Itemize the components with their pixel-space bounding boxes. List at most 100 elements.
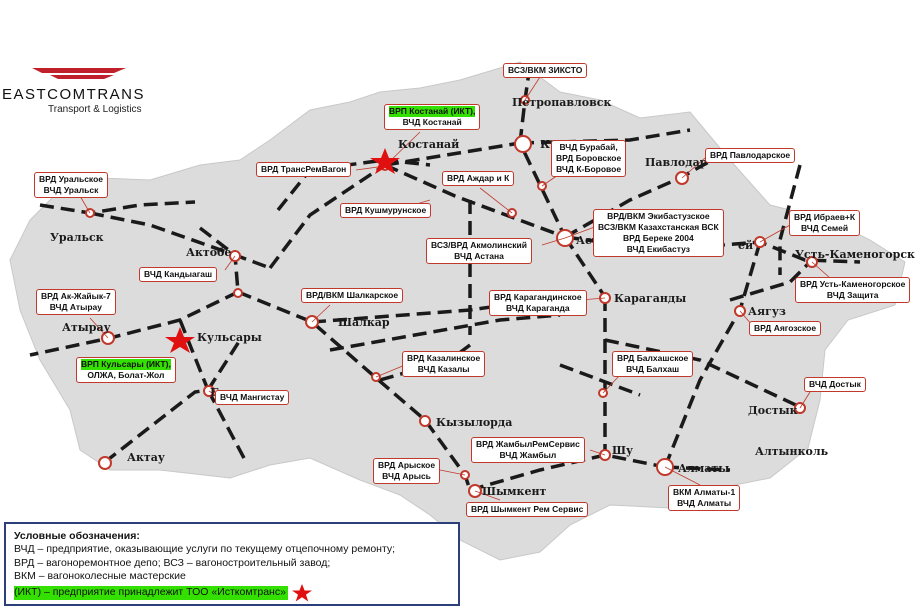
label-line: ОЛЖА, Болат-Жол [87,370,165,380]
label-ayaguz: ВРД Аягозское [749,321,822,336]
label-line: ВРД ЖамбылРемСервис [476,439,580,449]
city-fragment: ей [738,239,753,252]
label-vrd-pavlodar: ВРД Павлодарское [705,148,796,163]
legend-row: ВЧД – предприятие, оказывающие услуги по… [14,543,396,556]
legend-star-icon [291,583,312,602]
logo-tagline: Transport & Logistics [48,104,142,115]
label-shymkent: ВРД Шымкент Рем Сервис [466,502,589,517]
city-names: Петропавловск Костанай К Павлодар Уральс… [50,96,915,498]
legend: Условные обозначения: ВЧД – предприятие,… [4,522,460,606]
label-line: ВЧД Жамбыл [499,450,557,460]
legend-title: Условные обозначения: [14,530,140,542]
label-line: ВЧД Караганда [505,303,570,313]
label-line: ВЧД Мангистау [220,392,285,402]
label-line: ВРД Шымкент Рем Сервис [471,504,584,514]
label-dostyk: ВЧД Достык [804,377,866,392]
city-astana: Аст [576,234,599,247]
label-line: ВКМ Алматы-1 [673,487,736,497]
label-line: ВЧД Атырау [49,302,103,312]
city-ust-kamenogorsk: Усть-Каменогорск [795,248,915,261]
city-ayaguz: Аягуз [748,305,786,318]
label-line: ВЧД Бурабай, [559,142,618,152]
city-beineu: Б [210,386,219,399]
label-line: ВРД Казалинское [407,353,481,363]
city-kokshetau: К [540,138,550,151]
label-transremvagon: ВРД ТрансРемВагон [256,162,352,177]
label-line: ВРД Карагандинское [494,292,582,302]
label-line: ВРП Кульсары (ИКТ), [81,359,171,370]
city-petropavlovsk: Петропавловск [512,96,611,109]
city-atyrau: Атырау [62,321,111,334]
label-line: ВРД Балхашское [617,353,689,363]
label-vsz-zikst: ВСЗ/ВКМ ЗИКСТО [503,63,588,78]
label-line: ВСЗ/ВКМ Казахстанская ВСК [598,222,719,232]
city-kostanay: Костанай [398,138,459,151]
label-line: ВРД Аждар и К [447,173,510,183]
label-line: ВЧД Кандыагаш [144,269,213,279]
label-line: ВРД Арыское [378,460,436,470]
city-almaty: Алматы [678,462,729,475]
label-line: ВРД Ак-Жайык-7 [41,291,111,301]
label-line: ВЧД Костанай [402,117,462,127]
label-line: ВРД Аягозское [754,323,817,333]
label-line: ВРД Усть-Каменогорское [800,279,906,289]
city-kyzylorda: Кызылорда [436,416,512,429]
label-line: ВЧД Арысь [382,471,431,481]
label-line: ВЧД Семей [800,223,849,233]
ikt-stars [165,148,400,353]
city-dostyk: Достык [748,404,798,417]
label-kandyagash: ВЧД Кандыагаш [139,267,218,282]
city-shu: Шу [612,444,633,457]
city-aktobe: Актобе [186,246,231,259]
label-line: ВРД/ВКМ Экибастузское [607,211,710,221]
label-line: ВРД Ибраев+К [794,212,856,222]
label-line: ВРД Павлодарское [710,150,791,160]
city-aktau: Актау [127,451,165,464]
legend-row: ВКМ – вагоноколесные мастерские [14,570,186,583]
label-line: ВЧД Екибастуз [626,244,690,254]
label-line: ВЧД Уральск [43,185,99,195]
legend-ikt-text: (ИКТ) – предприятие принадлежит ТОО «Ист… [14,586,288,600]
city-shalkar: Шалкар [338,316,390,329]
kulsary-star-icon [165,327,195,353]
logo-name: EASTCOMTRANS [2,86,146,103]
city-shymkent: Шымкент [482,485,547,498]
city-kulsary: Кульсары [197,331,262,344]
label-line: ВРД Уральское [39,174,103,184]
label-kushmurun: ВРД Кушмурунское [340,203,432,218]
legend-row: ВРД – вагоноремонтное депо; ВСЗ – вагоно… [14,556,331,569]
label-line: ВЧД Балхаш [626,364,680,374]
label-line: ВЧД Защита [826,290,879,300]
city-karaganda: Караганды [614,292,686,305]
eastcomtrans-logo [32,68,126,79]
label-line: ВЧД Казалы [417,364,470,374]
label-line: ВРД Береке 2004 [623,233,694,243]
label-line: ВРД/ВКМ Шалкарское [306,290,399,300]
label-line: ВРД Боровское [556,153,622,163]
city-uralsk: Уральск [50,231,104,244]
label-azhdar: ВРД Аждар и К [442,171,515,186]
label-line: ВСЗ/ВРД Акмолинский [431,240,527,250]
label-line: ВЧД Астана [454,251,504,261]
label-mangistau: ВЧД Мангистау [215,390,290,405]
label-line: ВЧД Алматы [677,498,732,508]
label-kulsary: ВРП Кульсары (ИКТ),ОЛЖА, Болат-Жол [76,357,176,383]
label-line: ВЧД Достык [809,379,861,389]
kostanay-star-icon [370,148,400,174]
label-line: ВРД ТрансРемВагон [261,164,347,174]
label-line: ВРД Кушмурунское [345,205,427,215]
label-shalkar: ВРД/ВКМ Шалкарское [301,288,404,303]
city-altynkol: Алтынколь [755,445,829,458]
